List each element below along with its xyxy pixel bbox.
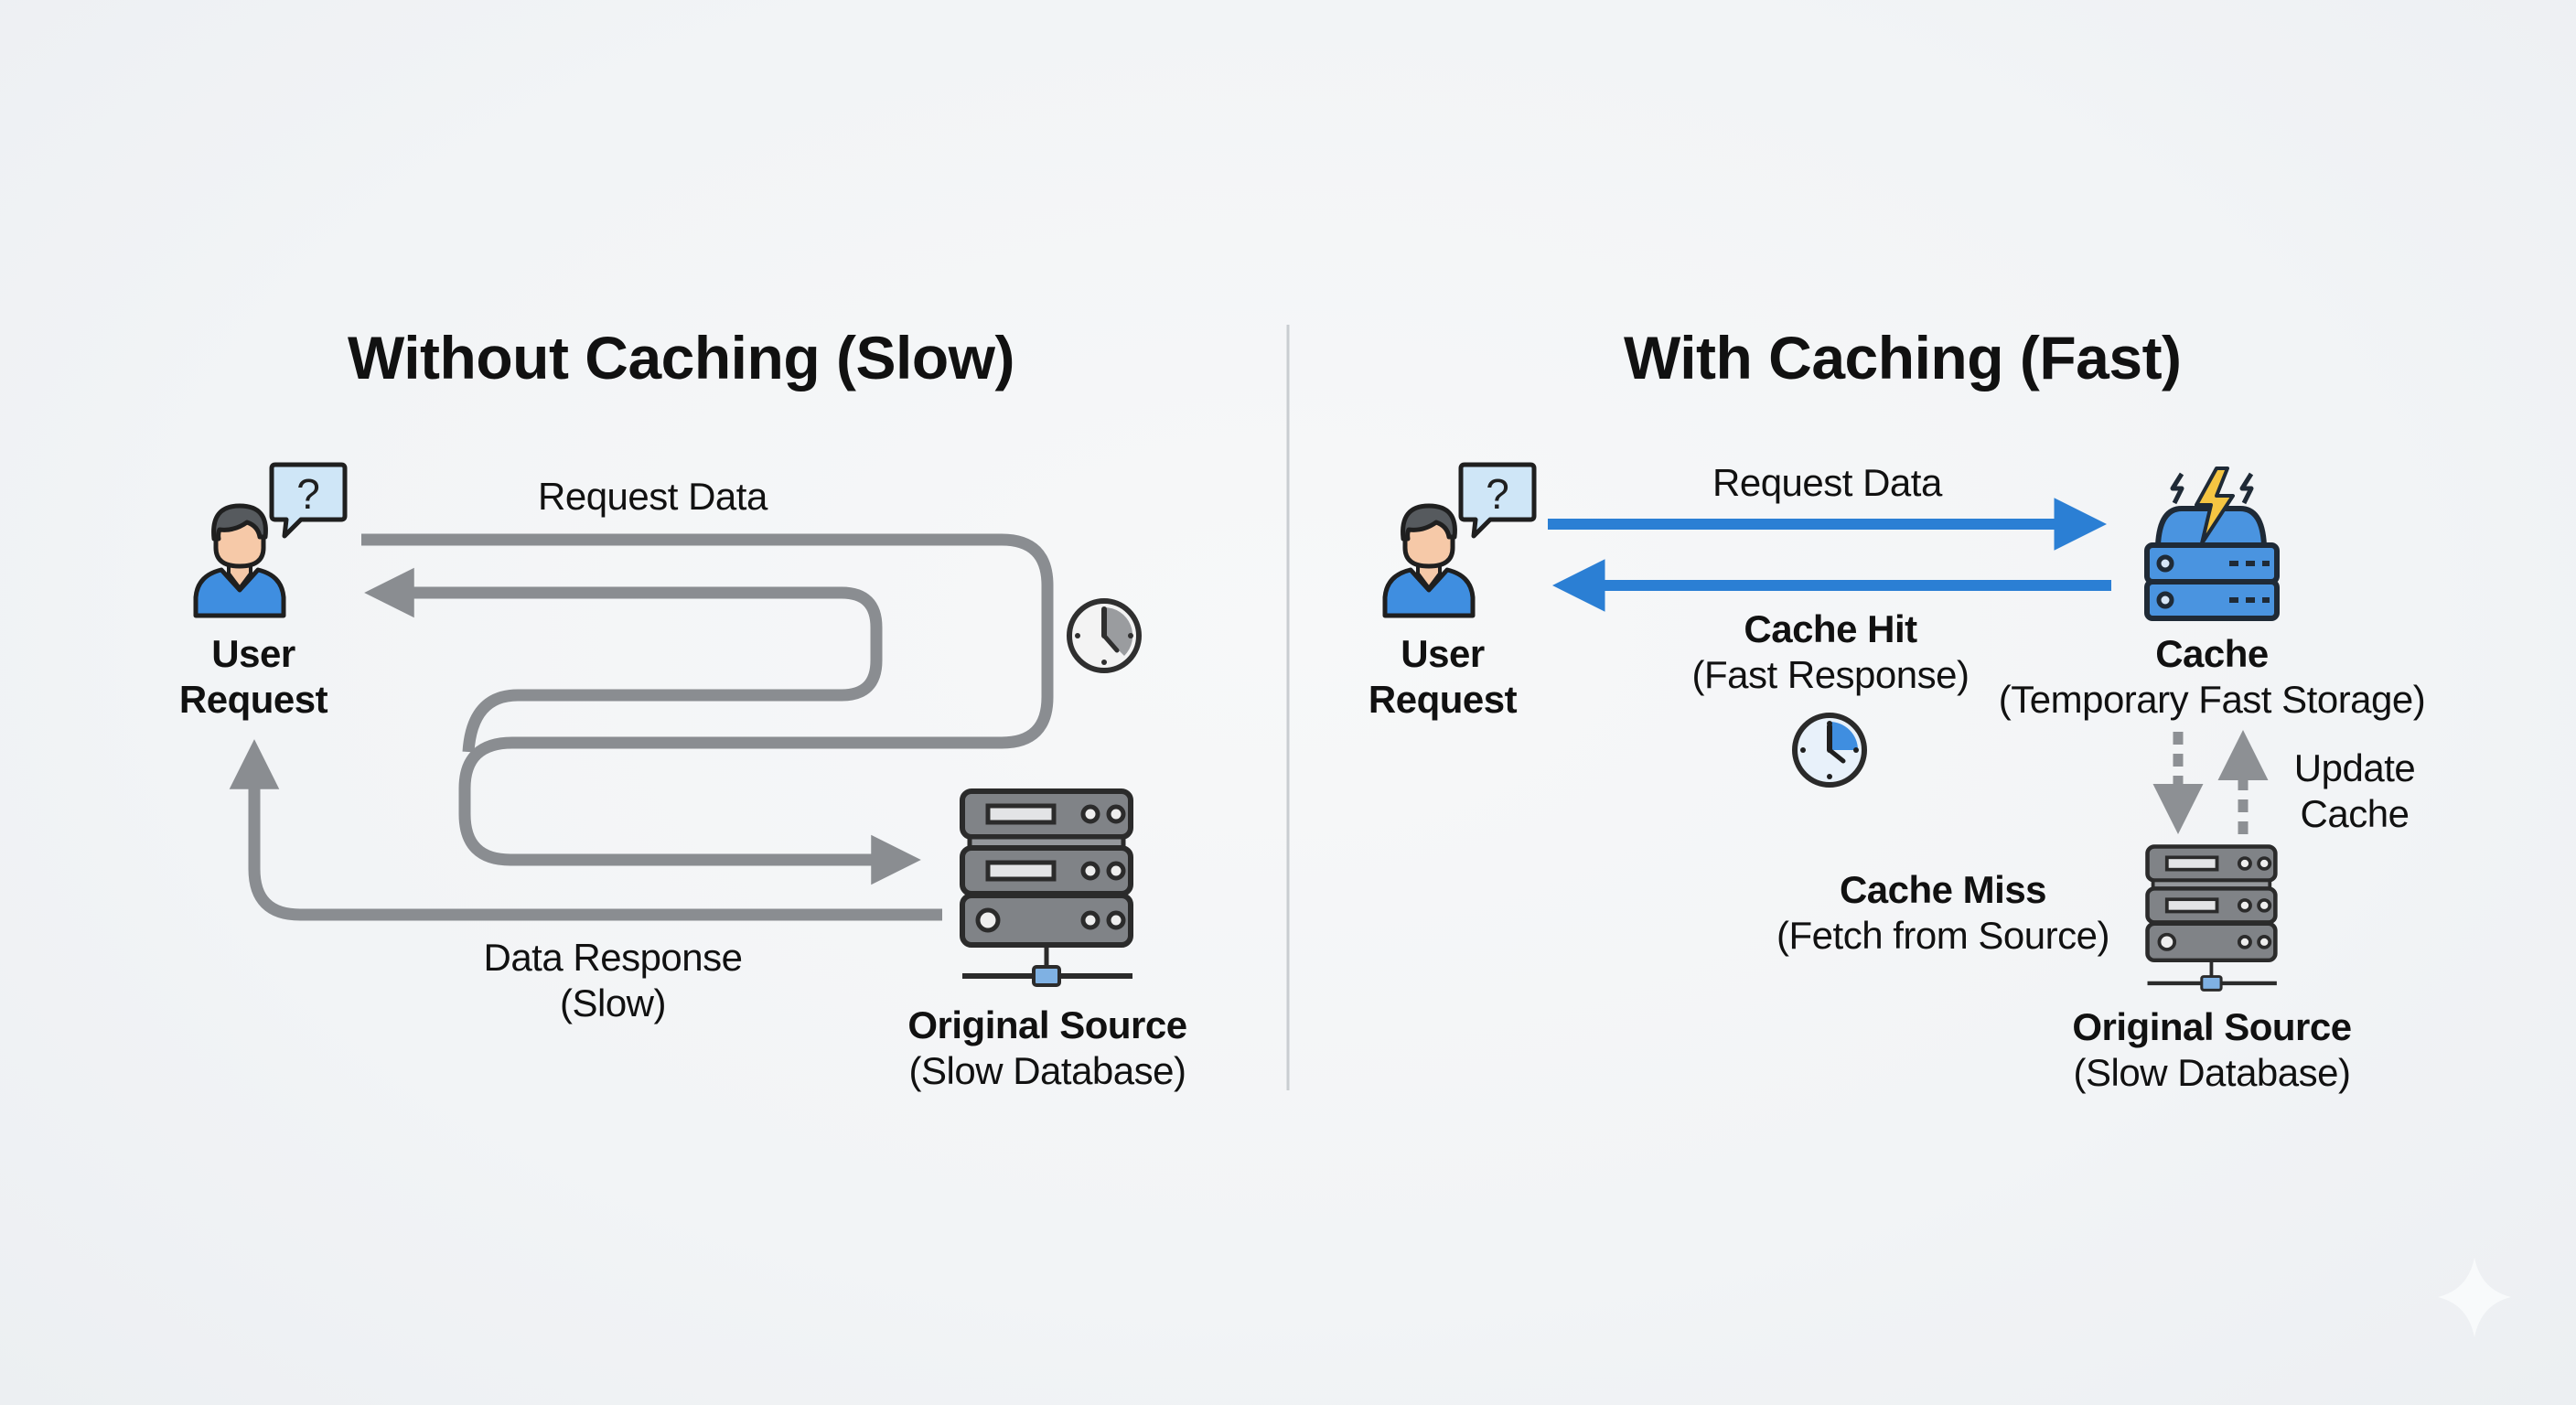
right-request-data-label: Request Data: [1712, 461, 1942, 504]
right-original-source-line2: (Slow Database): [2073, 1051, 2351, 1094]
left-response-path: [229, 739, 942, 921]
left-original-source-line2: (Slow Database): [908, 1049, 1186, 1092]
cache-label-line1: Cache: [2155, 632, 2269, 675]
left-bubble-question-mark: ?: [296, 470, 320, 518]
left-user-label-line1: User: [211, 632, 295, 675]
right-original-source-line1: Original Source: [2072, 1005, 2352, 1048]
right-panel-title: With Caching (Fast): [1624, 324, 2182, 391]
update-cache-line2: Cache: [2300, 792, 2410, 835]
left-original-source-label: Original Source (Slow Database): [907, 1003, 1187, 1094]
cache-label-line2: (Temporary Fast Storage): [1998, 678, 2426, 721]
sparkle-icon: [2438, 1258, 2511, 1337]
cache-miss-label: Cache Miss (Fetch from Source): [1776, 867, 2109, 959]
cache-lightning-icon: [2144, 467, 2280, 621]
left-data-response-line2: (Slow): [559, 981, 667, 1024]
left-user-label-line2: Request: [178, 678, 328, 721]
right-user-label: User Request: [1368, 631, 1518, 723]
cache-miss-line1: Cache Miss: [1839, 868, 2047, 911]
left-data-response-line1: Data Response: [483, 936, 743, 979]
cache-hit-line1: Cache Hit: [1744, 607, 1917, 650]
cache-miss-line2: (Fetch from Source): [1776, 914, 2109, 957]
left-user-label: User Request: [178, 631, 328, 723]
left-clock-icon: [1067, 598, 1142, 673]
left-loop-path: [364, 567, 883, 753]
left-original-source-line1: Original Source: [907, 1003, 1187, 1046]
right-user-icon: [1385, 506, 1473, 616]
right-clock-icon: [1792, 713, 1867, 788]
left-user-icon: [196, 506, 284, 616]
right-user-label-line1: User: [1401, 632, 1485, 675]
left-data-response-label: Data Response (Slow): [483, 935, 743, 1026]
right-bubble-question-mark: ?: [1486, 470, 1509, 518]
cache-label: Cache (Temporary Fast Storage): [1999, 631, 2426, 723]
left-request-path: [361, 533, 1054, 885]
left-server-rack-icon: [962, 791, 1132, 985]
cache-hit-label: Cache Hit (Fast Response): [1692, 606, 1970, 698]
update-cache-line1: Update: [2293, 746, 2416, 789]
left-request-data-label: Request Data: [538, 475, 767, 518]
right-server-rack-icon: [2148, 846, 2277, 990]
right-user-label-line2: Request: [1368, 678, 1518, 721]
right-original-source-label: Original Source (Slow Database): [2072, 1004, 2352, 1096]
update-cache-label: Update Cache: [2293, 745, 2416, 837]
cache-hit-line2: (Fast Response): [1691, 653, 1970, 696]
left-panel-title: Without Caching (Slow): [348, 324, 1014, 391]
